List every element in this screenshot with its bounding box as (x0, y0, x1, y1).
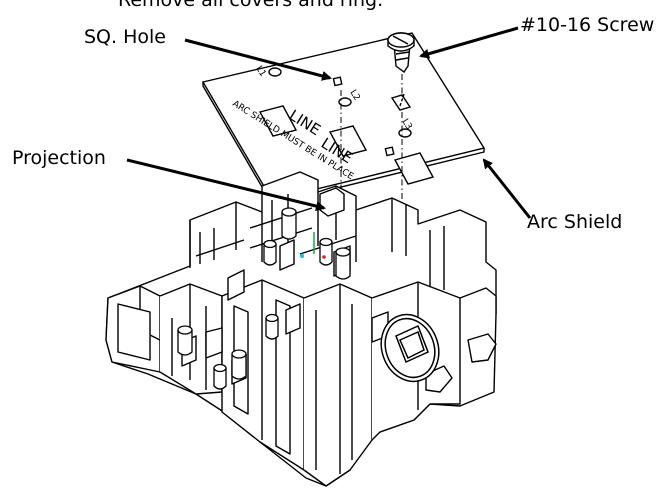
sq-hole-arrow (184, 38, 332, 81)
arc-shield-label: Arc Shield (527, 211, 623, 233)
plate-label-l2: L2 (347, 88, 361, 102)
rotary-knob (380, 313, 440, 383)
arc-shield-plate: L1 L2 L3 LINE LINE ARC SHIELD MUST BE IN… (201, 32, 486, 205)
screw-drawing (387, 32, 415, 74)
terminal-screws (177, 207, 351, 390)
screw-label: #10-16 Screw (520, 14, 655, 36)
projection-label: Projection (12, 147, 106, 169)
base-block (105, 171, 497, 487)
sq-hole-label: SQ. Hole (84, 26, 166, 48)
color-accents (299, 232, 326, 259)
plate-label-l1: L1 (253, 64, 267, 78)
header-fragment: Remove all covers and ring. (118, 0, 384, 11)
arc-shield-arrow (482, 158, 532, 219)
projection-arrow (126, 158, 326, 211)
screw-arrow (419, 26, 519, 59)
plate-label-l3: L3 (399, 117, 413, 131)
callout-arrows (126, 26, 532, 219)
